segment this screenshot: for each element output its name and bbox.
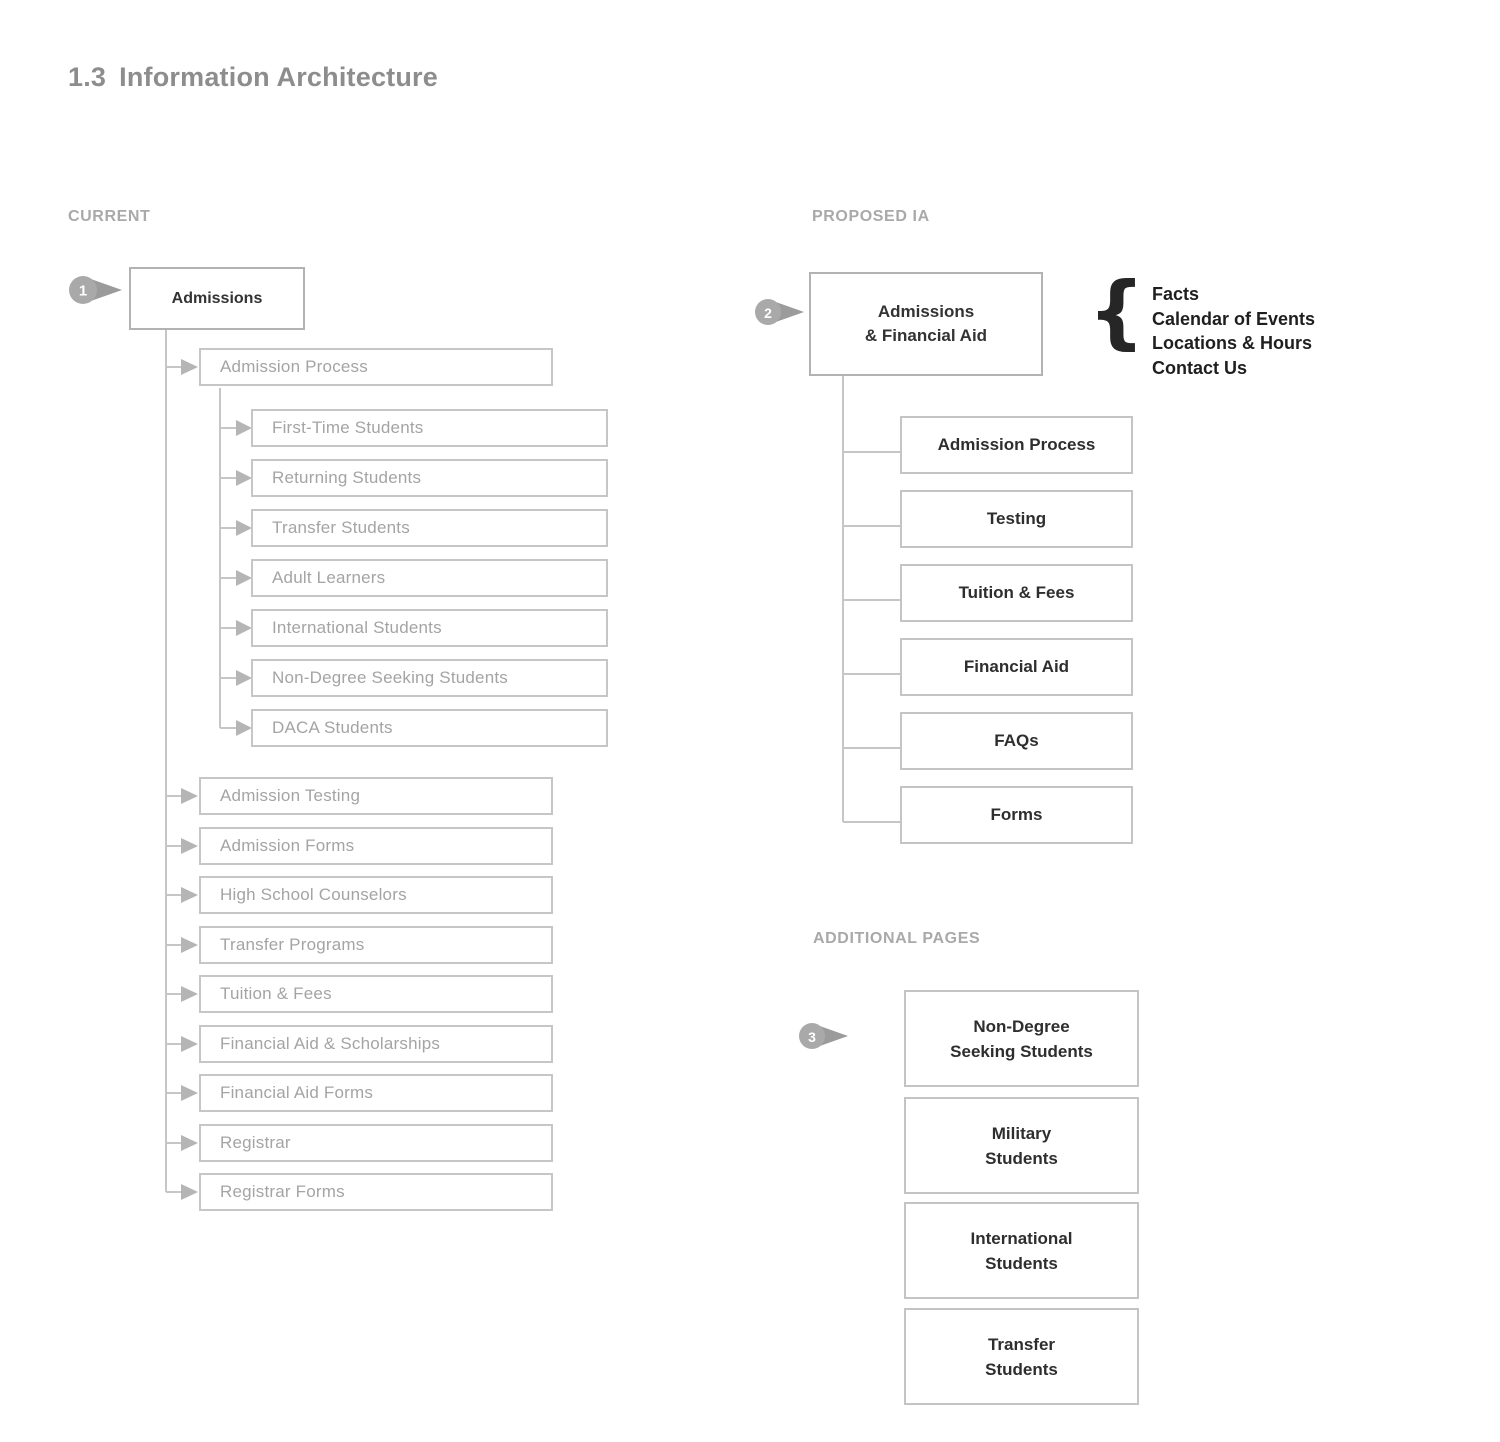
node-proposed-admission-process: Admission Process: [900, 416, 1133, 474]
marker-2-badge: 2: [755, 299, 804, 325]
section-label-proposed: PROPOSED IA: [812, 208, 930, 225]
node-proposed-forms: Forms: [900, 786, 1133, 844]
additional-page-line: Students: [985, 1359, 1058, 1379]
root-proposed-line2: & Financial Aid: [864, 326, 988, 345]
node-admission-testing: Admission Testing: [199, 777, 553, 815]
page-title: 1.3 Information Architecture: [68, 62, 438, 93]
node-financial-aid-forms: Financial Aid Forms: [199, 1074, 553, 1112]
section-label-additional: ADDITIONAL PAGES: [813, 930, 981, 947]
page-title-text: Information Architecture: [119, 62, 438, 92]
additional-page-line: Non-Degree: [973, 1016, 1070, 1036]
global-page-contact-us: Contact Us: [1152, 357, 1248, 378]
global-page-locations-hours: Locations & Hours: [1152, 333, 1313, 353]
node-tuition-fees-current: Tuition & Fees: [199, 975, 553, 1013]
additional-page-line: Students: [985, 1148, 1058, 1168]
tree-connectors-proposed: [842, 376, 900, 823]
node-registrar: Registrar: [199, 1124, 553, 1162]
additional-page-line: Transfer: [987, 1334, 1056, 1354]
node-first-time-students: First-Time Students: [251, 409, 608, 447]
node-proposed-testing: Testing: [900, 490, 1133, 548]
section-label-current: CURRENT: [68, 208, 151, 225]
node-admissions-root: Admissions: [129, 267, 305, 330]
marker-2-number: 2: [764, 305, 772, 321]
marker-3-badge: 3: [799, 1023, 848, 1049]
node-additional-transfer-students: Transfer Students: [904, 1308, 1139, 1405]
global-page-calendar-of-events: Calendar of Events: [1152, 308, 1316, 329]
node-returning-students: Returning Students: [251, 459, 608, 497]
node-high-school-counselors: High School Counselors: [199, 876, 553, 914]
page-title-number: 1.3: [68, 62, 107, 92]
node-proposed-financial-aid: Financial Aid: [900, 638, 1133, 696]
arrowhead-icons: [181, 359, 252, 1200]
brace-glyph: {: [1088, 265, 1145, 358]
node-additional-non-degree-seeking-students: Non-Degree Seeking Students: [904, 990, 1139, 1087]
marker-1-badge: 1: [69, 276, 122, 304]
marker-1-number: 1: [79, 283, 87, 300]
additional-page-line: Students: [985, 1253, 1058, 1273]
node-proposed-tuition-fees: Tuition & Fees: [900, 564, 1133, 622]
additional-page-line: Military: [991, 1123, 1052, 1143]
tree-connectors-current: [165, 330, 236, 1193]
additional-page-line: Seeking Students: [950, 1041, 1093, 1061]
node-registrar-forms: Registrar Forms: [199, 1173, 553, 1211]
global-pages-list: Facts Calendar of Events Locations & Hou…: [1152, 282, 1315, 380]
node-admission-process: Admission Process: [199, 348, 553, 386]
node-transfer-programs: Transfer Programs: [199, 926, 553, 964]
node-adult-learners: Adult Learners: [251, 559, 608, 597]
node-additional-international-students: International Students: [904, 1202, 1139, 1299]
node-transfer-students: Transfer Students: [251, 509, 608, 547]
global-page-facts: Facts: [1152, 284, 1200, 304]
node-international-students: International Students: [251, 609, 608, 647]
node-admissions-financial-aid-root: Admissions & Financial Aid: [809, 272, 1043, 376]
node-financial-aid-scholarships: Financial Aid & Scholarships: [199, 1025, 553, 1063]
node-admission-forms: Admission Forms: [199, 827, 553, 865]
root-proposed-line1: Admissions: [877, 302, 975, 321]
node-non-degree-seeking-students: Non-Degree Seeking Students: [251, 659, 608, 697]
additional-page-line: International: [970, 1228, 1073, 1248]
marker-3-number: 3: [808, 1029, 816, 1045]
node-proposed-faqs: FAQs: [900, 712, 1133, 770]
node-daca-students: DACA Students: [251, 709, 608, 747]
node-additional-military-students: Military Students: [904, 1097, 1139, 1194]
